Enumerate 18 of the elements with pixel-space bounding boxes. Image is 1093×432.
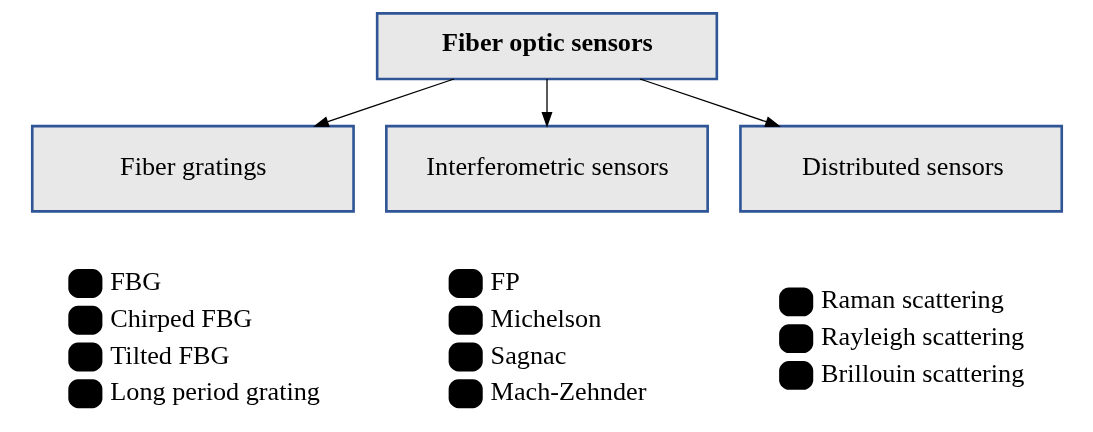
arrow: [638, 78, 781, 127]
node-label: Raman scattering: [820, 285, 1004, 315]
node-box: Distributed sensors: [738, 124, 1063, 213]
node-label: Long period grating: [109, 377, 320, 407]
node-label: FP: [490, 267, 520, 297]
node-box: Fiber optic sensors: [375, 12, 718, 81]
node-box: Fiber gratings: [30, 124, 355, 213]
arrow: [312, 78, 455, 127]
arrow: [541, 78, 552, 128]
node-label: Michelson: [490, 303, 601, 333]
node-label: Mach-Zehnder: [490, 377, 646, 407]
node-box: Interferometric sensors: [384, 124, 709, 213]
node-label: Chirped FBG: [109, 303, 252, 333]
node-label: Sagnac: [490, 340, 566, 370]
node-label: Brillouin scattering: [820, 358, 1024, 388]
node-label: FBG: [109, 267, 161, 297]
node-label: Rayleigh scattering: [820, 322, 1024, 352]
node-label: Tilted FBG: [109, 340, 230, 370]
